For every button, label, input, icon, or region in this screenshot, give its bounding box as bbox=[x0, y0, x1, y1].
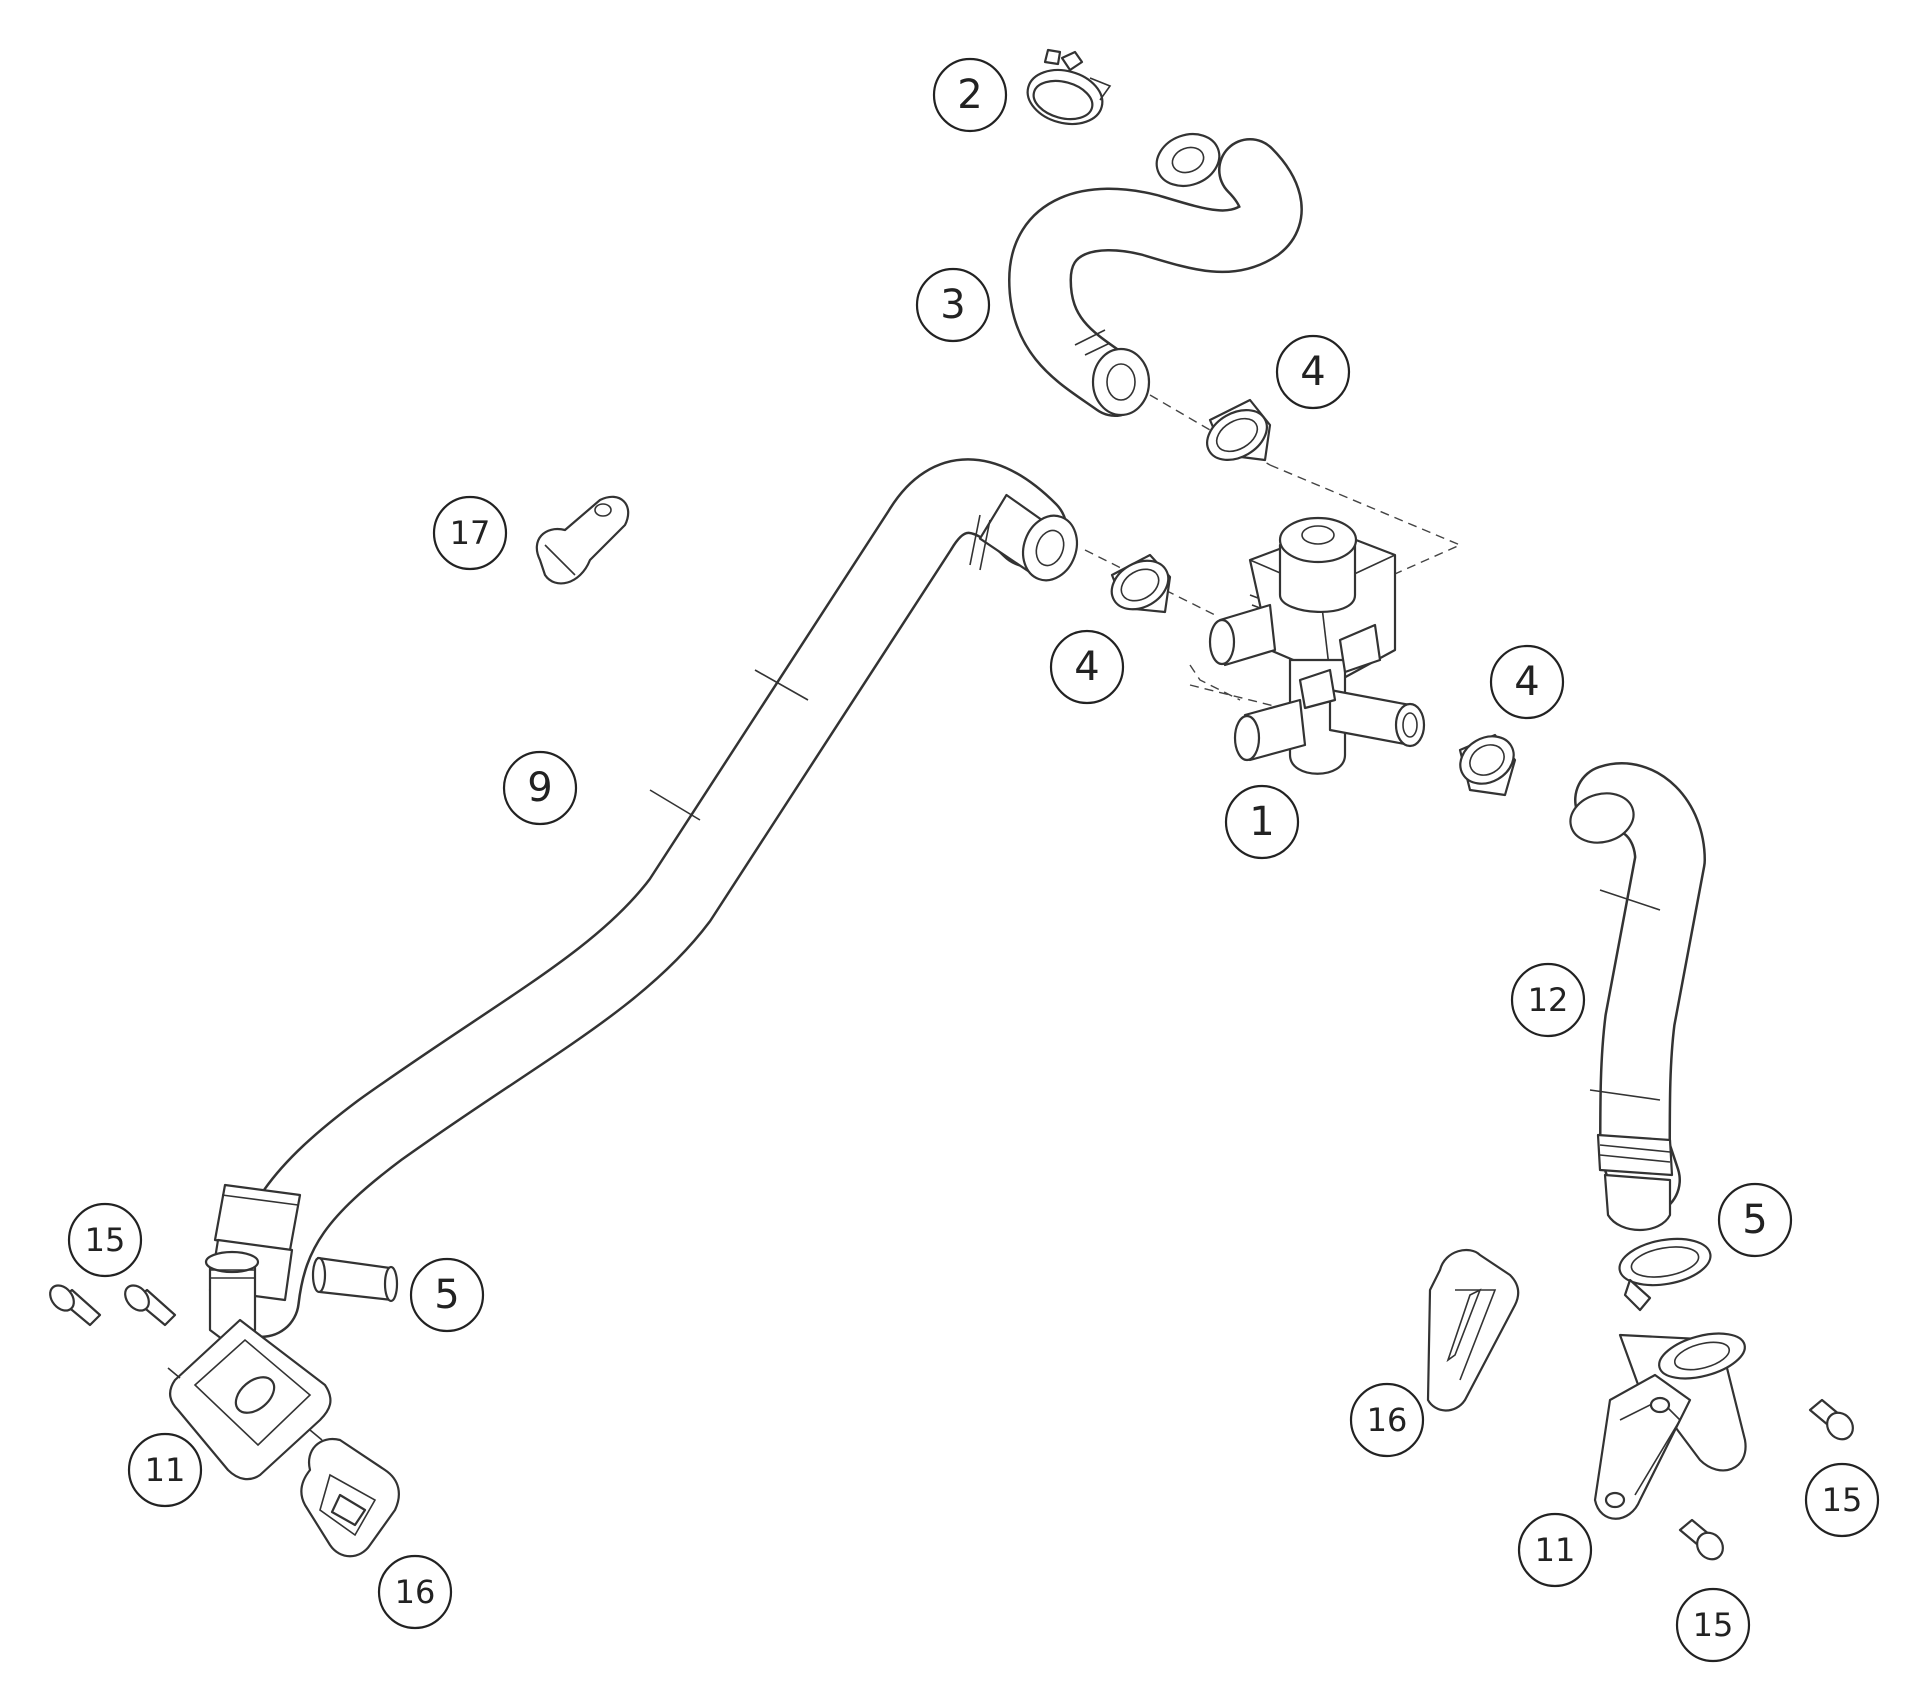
valve-part-11-right bbox=[1593, 1332, 1747, 1520]
screw-part-15-right-a bbox=[1808, 1398, 1854, 1441]
clamp-part-5-right bbox=[1618, 1237, 1712, 1312]
callout-12: 12 bbox=[1510, 962, 1586, 1038]
callout-15-left-label: 15 bbox=[85, 1221, 126, 1259]
callout-4-middle-label: 4 bbox=[1074, 644, 1099, 690]
callout-3-label: 3 bbox=[940, 282, 965, 328]
callout-4-right: 4 bbox=[1489, 644, 1565, 720]
callout-15-right-upper: 15 bbox=[1804, 1462, 1880, 1538]
callout-1-label: 1 bbox=[1249, 799, 1274, 845]
callout-2-label: 2 bbox=[957, 72, 982, 118]
hose-part-12 bbox=[1569, 762, 1706, 1232]
screw-part-15-left-b bbox=[124, 1284, 177, 1327]
callout-9-label: 9 bbox=[527, 765, 552, 811]
clamp-part-17 bbox=[535, 495, 630, 585]
callout-4-upper: 4 bbox=[1275, 334, 1351, 410]
hose-part-3 bbox=[1008, 132, 1303, 417]
callout-16-right-label: 16 bbox=[1367, 1401, 1408, 1439]
callout-2: 2 bbox=[932, 57, 1008, 133]
valve-part-1 bbox=[1208, 516, 1426, 775]
callout-15-left: 15 bbox=[67, 1202, 143, 1278]
reed-part-16-left bbox=[300, 1437, 400, 1558]
callout-16-right: 16 bbox=[1349, 1382, 1425, 1458]
callout-4-upper-label: 4 bbox=[1300, 349, 1325, 395]
clamp-part-4-right bbox=[1458, 733, 1517, 797]
callout-16-left-label: 16 bbox=[395, 1573, 436, 1611]
callout-3: 3 bbox=[915, 267, 991, 343]
callout-17-label: 17 bbox=[450, 514, 491, 552]
callout-5-left-label: 5 bbox=[434, 1272, 459, 1318]
callout-5-left: 5 bbox=[409, 1257, 485, 1333]
callout-12-label: 12 bbox=[1528, 981, 1569, 1019]
callout-17: 17 bbox=[432, 495, 508, 571]
callout-11-right: 11 bbox=[1517, 1512, 1593, 1588]
clamp-part-2 bbox=[1026, 48, 1112, 126]
callout-1: 1 bbox=[1224, 784, 1300, 860]
reed-part-16-right bbox=[1426, 1248, 1520, 1412]
callout-11-left-label: 11 bbox=[145, 1451, 186, 1489]
callout-15-right-lower: 15 bbox=[1675, 1587, 1751, 1663]
callout-11-left: 11 bbox=[127, 1432, 203, 1508]
screw-part-15-left-a bbox=[49, 1284, 102, 1327]
hose-part-9 bbox=[208, 458, 1079, 1338]
callout-16-left: 16 bbox=[377, 1554, 453, 1630]
valve-part-11-left bbox=[167, 1250, 332, 1481]
callout-11-right-label: 11 bbox=[1535, 1531, 1576, 1569]
callout-15-right-upper-label: 15 bbox=[1822, 1481, 1863, 1519]
clamp-part-5-left bbox=[311, 1256, 399, 1303]
clamp-part-4-middle bbox=[1110, 553, 1172, 614]
callout-4-right-label: 4 bbox=[1514, 659, 1539, 705]
callout-5-right-label: 5 bbox=[1742, 1197, 1767, 1243]
callout-4-middle: 4 bbox=[1049, 629, 1125, 705]
callout-9: 9 bbox=[502, 750, 578, 826]
callout-5-right: 5 bbox=[1717, 1182, 1793, 1258]
screw-part-15-right-b bbox=[1678, 1518, 1724, 1561]
callout-15-right-lower-label: 15 bbox=[1693, 1606, 1734, 1644]
clamp-part-4-upper bbox=[1206, 398, 1272, 462]
